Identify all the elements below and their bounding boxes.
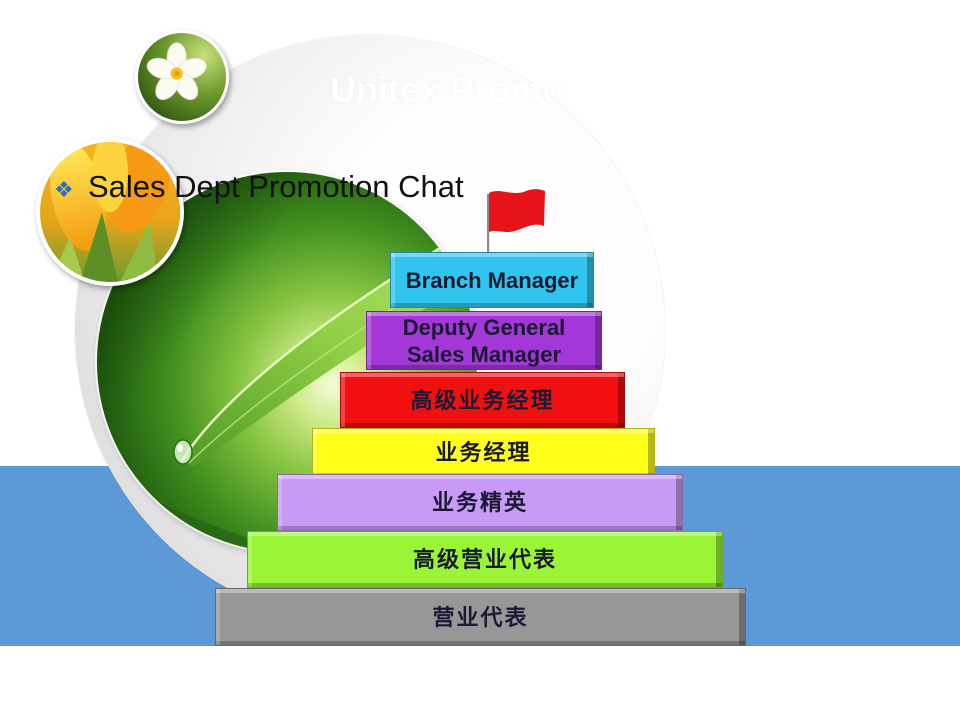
diamond-bullet-icon: ❖ — [54, 178, 74, 203]
level-label: 高级业务经理 — [410, 387, 555, 413]
water-drop — [173, 439, 193, 465]
white-flower-photo — [135, 30, 229, 124]
level-label: 营业代表 — [432, 604, 529, 630]
pyramid-level-sales-representative: 营业代表 — [215, 588, 746, 646]
grass-blade — [120, 222, 158, 282]
yellow-flower-photo — [36, 138, 184, 286]
slide-title: Unitex Promo — [330, 69, 565, 110]
pyramid-level-deputy-general-sales-manager: Deputy General Sales Manager — [366, 311, 602, 370]
pyramid-level-business-manager: 业务经理 — [312, 428, 655, 478]
bullet-text: Sales Dept Promotion Chat — [88, 169, 464, 204]
white-flower-graphic — [138, 33, 226, 121]
center-petal — [92, 142, 128, 212]
yellow-flower-graphic — [40, 142, 180, 282]
level-label: 业务经理 — [435, 439, 532, 465]
red-flag-icon — [487, 189, 545, 256]
yellow-petal — [50, 142, 106, 252]
pyramid-level-branch-manager: Branch Manager — [390, 252, 594, 308]
pyramid-level-senior-business-manager: 高级业务经理 — [340, 372, 625, 428]
flag-pole — [487, 194, 490, 256]
level-label: 业务精英 — [431, 490, 528, 515]
flower-center-dot — [174, 70, 180, 77]
level-label: 高级营业代表 — [412, 547, 557, 572]
grass-blade — [80, 212, 118, 282]
pyramid-level-business-elite: 业务精英 — [277, 474, 683, 531]
level-label: Branch Manager — [405, 267, 579, 293]
flag-cloth — [489, 189, 545, 232]
water-drop-highlight — [177, 444, 183, 452]
pyramid-level-senior-sales-representative: 高级营业代表 — [247, 531, 723, 588]
level-label-line-1: Deputy General — [402, 314, 566, 340]
level-label-line-2: Sales Manager — [406, 341, 562, 367]
